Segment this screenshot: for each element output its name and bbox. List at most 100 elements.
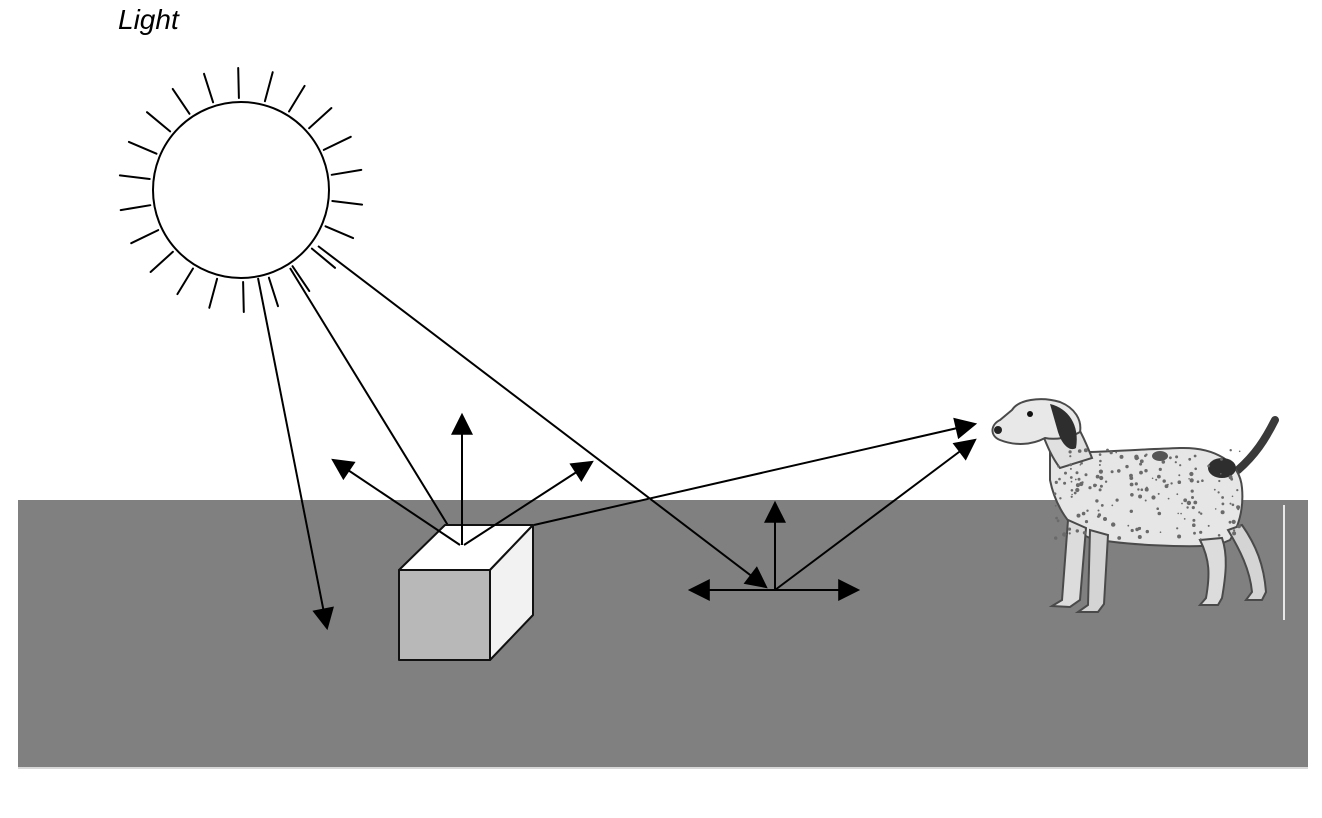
dog-speckle bbox=[1188, 458, 1191, 461]
dog-speckle bbox=[1101, 504, 1104, 507]
dog-speckle bbox=[1134, 455, 1138, 459]
dog-speckle bbox=[1084, 448, 1088, 452]
dog-speckle bbox=[1151, 495, 1155, 499]
dog-speckle bbox=[1146, 530, 1149, 533]
dog-speckle bbox=[1208, 525, 1210, 527]
dog-speckle bbox=[1076, 471, 1079, 474]
dog-speckle bbox=[1176, 493, 1178, 495]
sun-ray-tick bbox=[269, 278, 278, 307]
dog-speckle bbox=[1156, 507, 1159, 510]
dog-speckle bbox=[1218, 491, 1220, 493]
dog-speckle bbox=[1117, 536, 1121, 540]
dog-speckle bbox=[1179, 464, 1181, 466]
dog-speckle bbox=[1186, 506, 1188, 508]
dog-speckle bbox=[1098, 513, 1101, 516]
sun-ray-tick bbox=[177, 269, 193, 295]
sun-ray-tick bbox=[131, 230, 158, 243]
dog-speckle bbox=[1068, 528, 1071, 531]
sun-ray-tick bbox=[326, 226, 354, 238]
dog-speckle bbox=[1076, 529, 1079, 532]
dog-speckle bbox=[1232, 504, 1235, 507]
dog-speckle bbox=[1057, 519, 1060, 522]
sun-ray-tick bbox=[243, 282, 244, 312]
dog-speckle bbox=[1229, 475, 1233, 479]
dog-speckle bbox=[1194, 468, 1197, 471]
dog-speckle bbox=[1194, 455, 1197, 458]
dog-speckle bbox=[1135, 528, 1139, 532]
dog-speckle bbox=[1064, 472, 1067, 475]
dog-speckle bbox=[1220, 473, 1222, 475]
dog-speckle bbox=[1069, 463, 1072, 466]
dog-speckle bbox=[1099, 453, 1102, 456]
sun-ray-tick bbox=[173, 89, 190, 114]
sun-ray-tick bbox=[147, 112, 170, 131]
dog-speckle bbox=[1192, 519, 1195, 522]
dog-speckle bbox=[1111, 522, 1115, 526]
dog-speckle bbox=[1074, 492, 1077, 495]
dog-speckle bbox=[1178, 474, 1180, 476]
dog-speckle bbox=[1200, 513, 1202, 515]
dog-speckle bbox=[1191, 490, 1194, 493]
dog-speckle bbox=[1145, 488, 1148, 491]
dog-speckle bbox=[1054, 536, 1057, 539]
dog-speckle bbox=[1099, 464, 1101, 466]
dog-speckle bbox=[1159, 468, 1162, 471]
dog-speckle bbox=[1145, 500, 1147, 502]
dog-speckle bbox=[1188, 478, 1190, 480]
dog-speckle bbox=[1233, 529, 1235, 531]
sun-ray-tick bbox=[238, 68, 239, 98]
dog-speckle bbox=[1059, 497, 1061, 499]
dog-speckle bbox=[1095, 499, 1098, 502]
sun-ray-tick bbox=[120, 175, 150, 179]
dog-speckle bbox=[1218, 480, 1220, 482]
dog-speckle bbox=[1201, 479, 1204, 482]
dog-speckle bbox=[1105, 481, 1107, 483]
dog-speckle bbox=[1115, 452, 1117, 454]
dog-speckle bbox=[1181, 503, 1183, 505]
dog-speckle bbox=[1187, 501, 1191, 505]
dog-speckle bbox=[1111, 505, 1113, 507]
dog-speckle bbox=[1214, 489, 1216, 491]
dog-speckle bbox=[1155, 479, 1157, 481]
dog-speckle bbox=[1170, 482, 1172, 484]
dog-speckle bbox=[1237, 525, 1241, 529]
dog-speckle bbox=[1230, 449, 1232, 451]
dog-speckle bbox=[1139, 527, 1141, 529]
dog-speckle bbox=[1232, 520, 1236, 524]
dog-speckle bbox=[1099, 476, 1103, 480]
dog-speckle bbox=[1110, 451, 1113, 454]
dog-speckle bbox=[1160, 531, 1162, 533]
dog-speckle bbox=[1158, 512, 1162, 516]
dog-speckle bbox=[1198, 511, 1200, 513]
dog-speckle bbox=[1086, 510, 1088, 512]
dog-speckle bbox=[1125, 465, 1128, 468]
dog-speckle bbox=[1180, 513, 1182, 515]
dog-speckle bbox=[1130, 493, 1134, 497]
dog-speckle bbox=[1162, 460, 1166, 464]
dog-speckle bbox=[1138, 535, 1142, 539]
dog-speckle bbox=[1078, 449, 1082, 453]
dog-speckle bbox=[1070, 468, 1072, 470]
dog-speckle bbox=[1063, 482, 1066, 485]
dog-speckle bbox=[1189, 472, 1193, 476]
dog-speckle bbox=[1183, 498, 1187, 502]
dog-speckle bbox=[1083, 531, 1086, 534]
dog-speckle bbox=[1131, 529, 1134, 532]
dog-speckle bbox=[1221, 496, 1224, 499]
dog-speckle bbox=[1176, 527, 1178, 529]
dog-speckle bbox=[1130, 510, 1133, 513]
dog-speckle bbox=[1055, 505, 1057, 507]
dog-speckle bbox=[1100, 485, 1103, 488]
sun-ray-tick bbox=[204, 74, 213, 103]
dog-speckle bbox=[1191, 496, 1194, 499]
dog-speckle bbox=[1222, 503, 1225, 506]
dog-speckle bbox=[1167, 484, 1169, 486]
dog-speckle bbox=[1075, 479, 1077, 481]
dog-speckle bbox=[1081, 481, 1083, 483]
dog-speckle bbox=[1144, 469, 1147, 472]
dog-speckle bbox=[1075, 488, 1079, 492]
sun-ray-tick bbox=[121, 205, 151, 210]
dog-speckle bbox=[1062, 532, 1066, 536]
dog-speckle bbox=[1157, 475, 1161, 479]
dog-speckle bbox=[1163, 479, 1166, 482]
